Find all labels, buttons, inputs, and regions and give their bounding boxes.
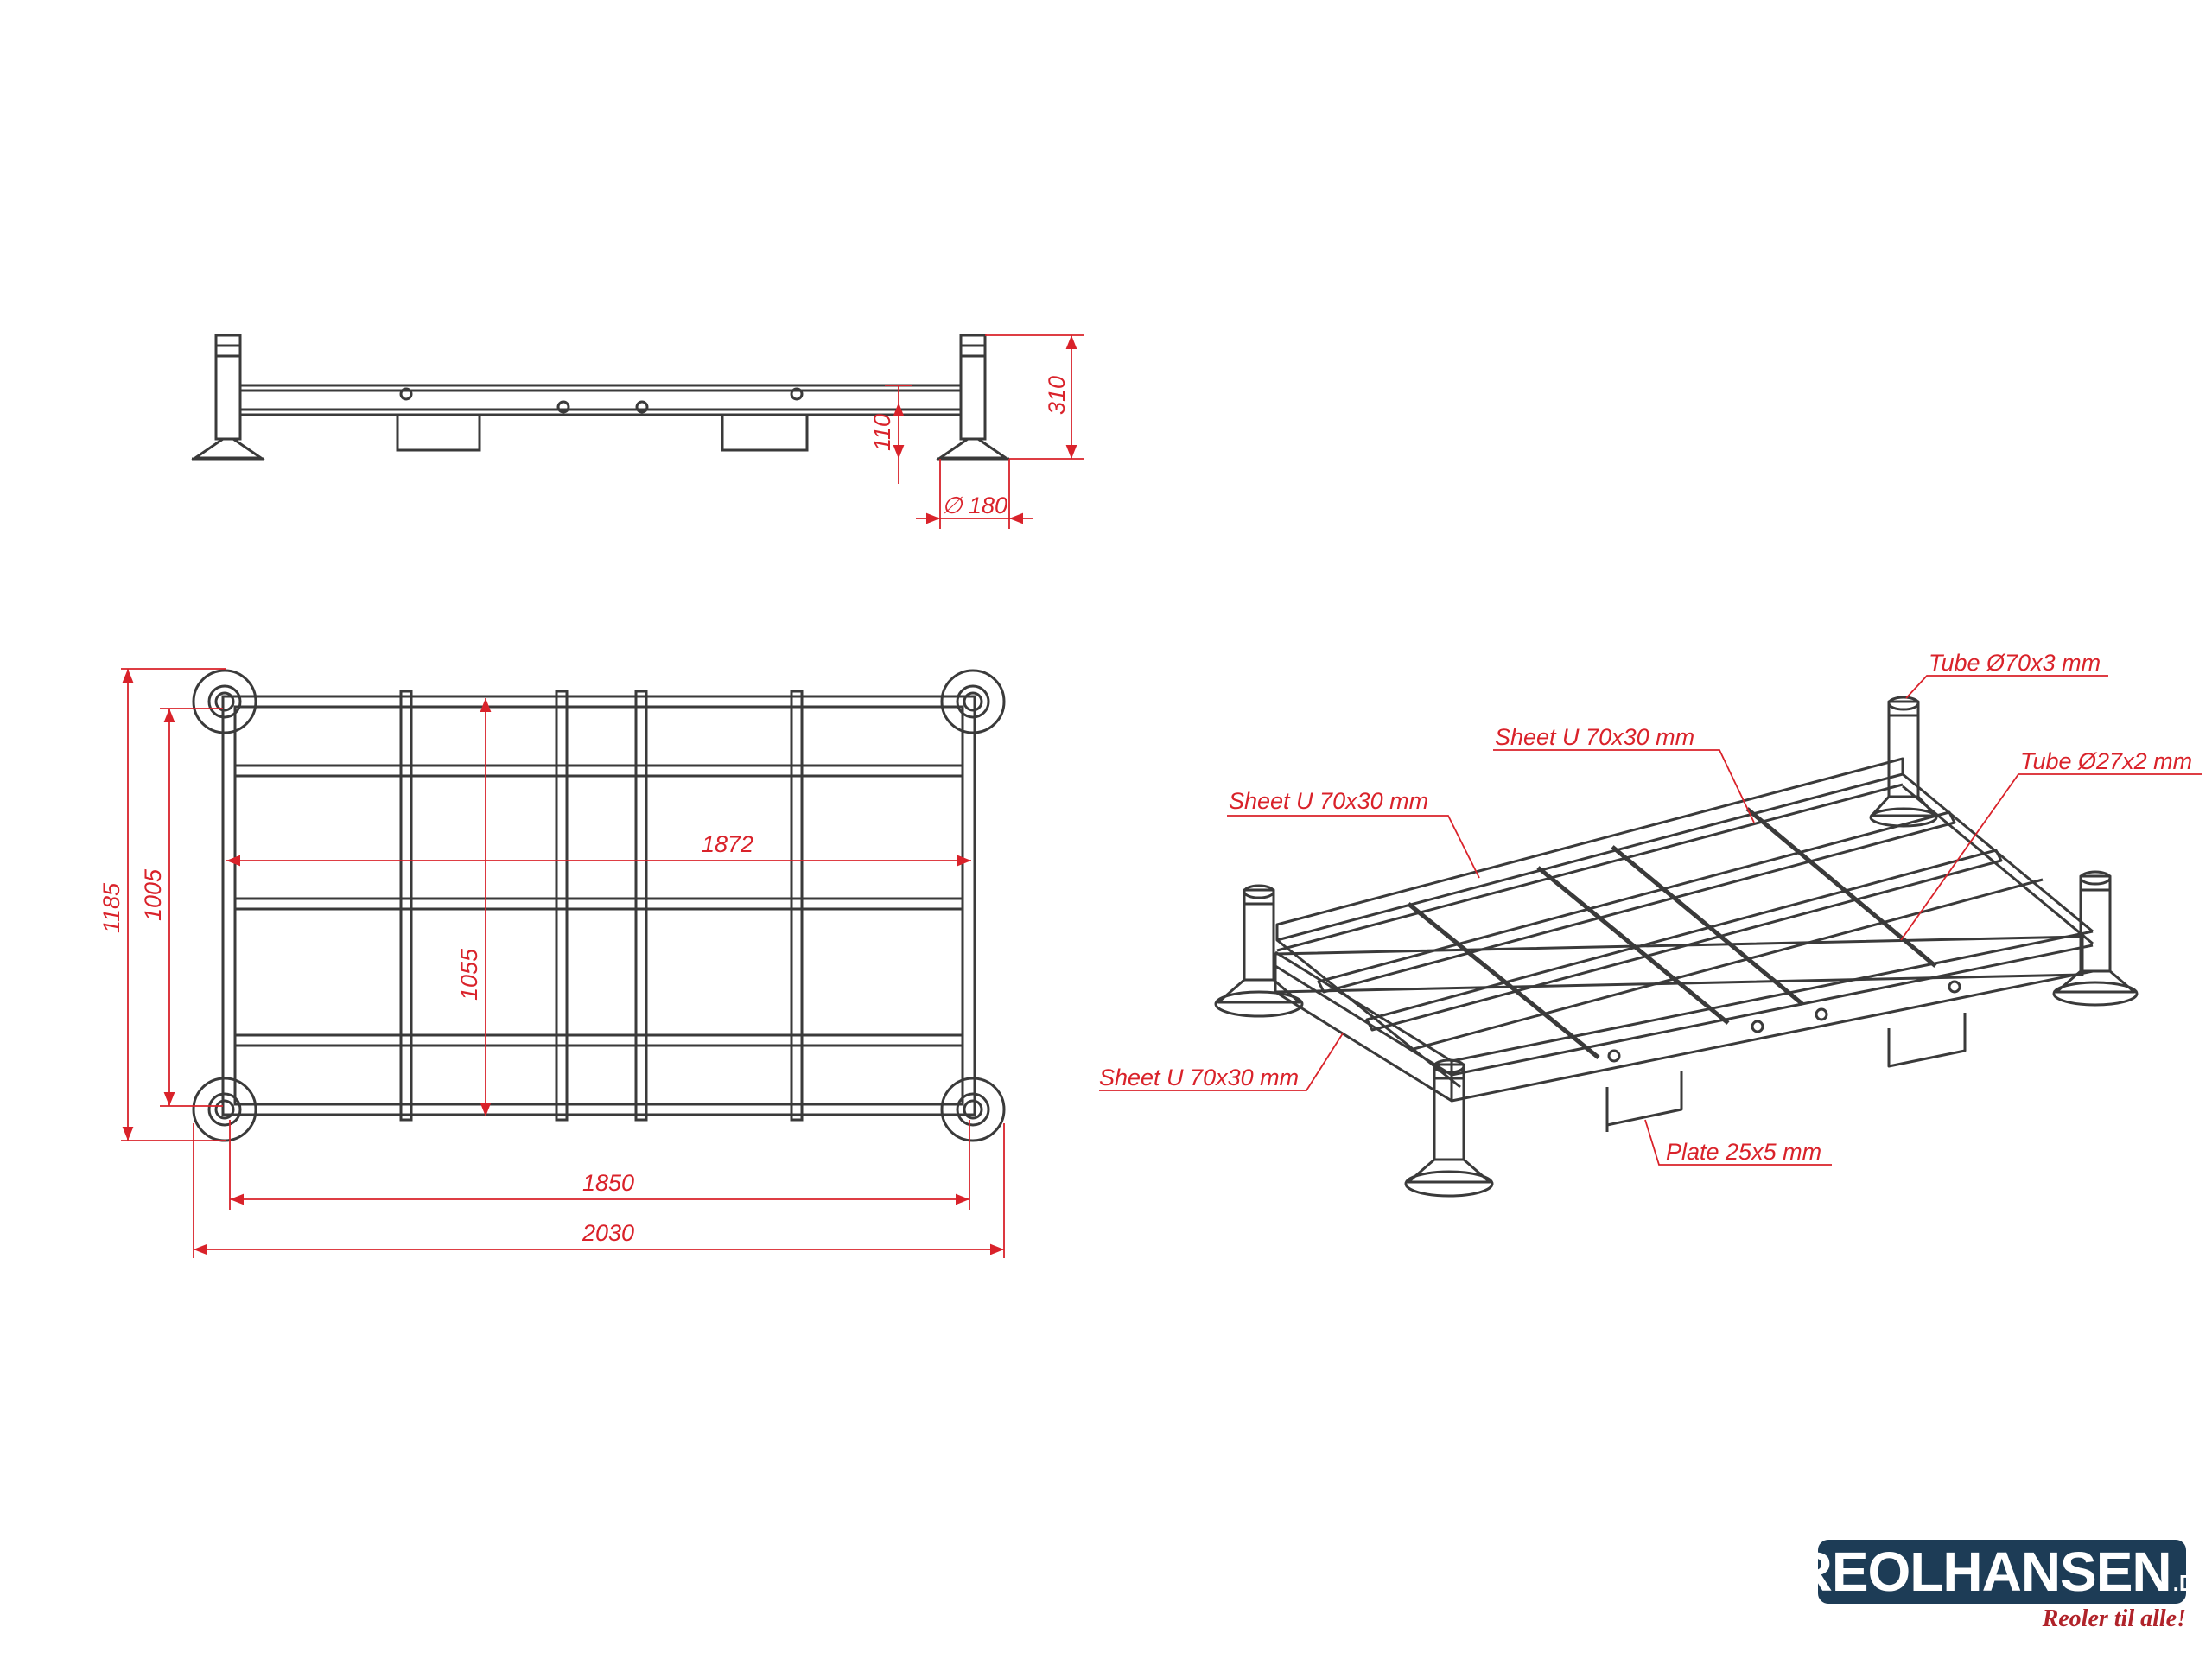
iso-post-back-left [1869,696,1938,828]
dim-outer-depth: 1185 [99,882,124,933]
iso-front-rail [1274,930,2094,1103]
dim-total-height: 310 [1044,376,1070,415]
iso-mid-rail [1365,849,2044,1051]
dim-post-depth: 1055 [456,948,482,1001]
label-sheet-front: Sheet U 70x30 mm [1099,1065,1299,1090]
leader-sheet-top [1493,749,1755,823]
brand-tagline: Reoler til alle! [2042,1605,2186,1632]
iso-mid-rail [1317,810,1956,994]
leader-tube-bar [1900,773,2202,941]
iso-fork-pocket [1887,1013,1967,1068]
dim-rail-height: 110 [869,414,895,451]
top-corner-post [940,669,1006,734]
iso-bolt-hole [1751,1020,1764,1033]
top-corner-post [192,669,257,734]
label-sheet-left: Sheet U 70x30 mm [1229,788,1428,814]
side-right-post [936,334,1010,461]
iso-post-front-left [1214,884,1304,1018]
dim-inner-length: 1850 [582,1170,634,1196]
dim-outer-length: 2030 [582,1220,634,1246]
dim-post-length: 1872 [702,831,753,857]
iso-view [1214,696,2139,1198]
leader-plate [1644,1119,1832,1166]
top-cross-bars [399,690,804,1122]
dim-inner-depth: 1005 [140,868,166,921]
top-frame-inner [233,705,964,1106]
side-bolt-hole [790,387,804,401]
side-left-post [191,334,265,461]
label-sheet-top: Sheet U 70x30 mm [1495,724,1694,750]
iso-post-back-right [2052,870,2139,1007]
side-bolt-hole [556,400,570,414]
side-view [191,334,1010,461]
iso-bolt-hole [1948,980,1961,994]
label-tube-post: Tube Ø70x3 mm [1929,650,2101,676]
side-bolt-hole [399,387,413,401]
iso-left-end-rail [1276,772,2094,1089]
top-view-dimension-labels: 1185 1005 1055 1872 1850 2030 [99,831,753,1246]
leader-tube-post [1905,675,2108,699]
top-view [192,669,1006,1142]
dim-foot-diameter: ∅ 180 [942,493,1007,518]
side-fork-pocket-left [396,415,481,452]
top-corner-post [940,1077,1006,1142]
side-fork-pocket-right [721,415,809,452]
top-view-dimensions [121,668,1005,1258]
leader-sheet-front [1099,1033,1344,1091]
side-view-dimensions [885,334,1084,529]
iso-bolt-hole [1607,1049,1621,1063]
iso-fork-pocket [1605,1071,1683,1127]
top-corner-post [192,1077,257,1142]
side-rail [238,384,963,416]
side-bolt-hole [635,400,649,414]
side-view-dimension-labels: 310 110 ∅ 180 [869,376,1070,518]
label-plate: Plate 25x5 mm [1666,1139,1821,1165]
iso-post-front-right [1404,1058,1494,1198]
iso-leaders [1099,675,2202,1166]
iso-bolt-hole [1815,1007,1828,1021]
iso-labels: Tube Ø70x3 mm Sheet U 70x30 mm Sheet U 7… [1099,650,2192,1165]
top-long-bars [235,764,963,1047]
brand-logo: REOLHANSEN.DK [1793,1540,2211,1604]
label-tube-bar: Tube Ø27x2 mm [2020,748,2192,774]
brand-tld: .DK [2172,1570,2212,1596]
top-frame-outer [221,695,976,1116]
iso-cross-tubes [1407,807,1937,1059]
brand-name: REOLHANSEN [1792,1541,2172,1603]
leader-sheet-left [1227,815,1480,879]
